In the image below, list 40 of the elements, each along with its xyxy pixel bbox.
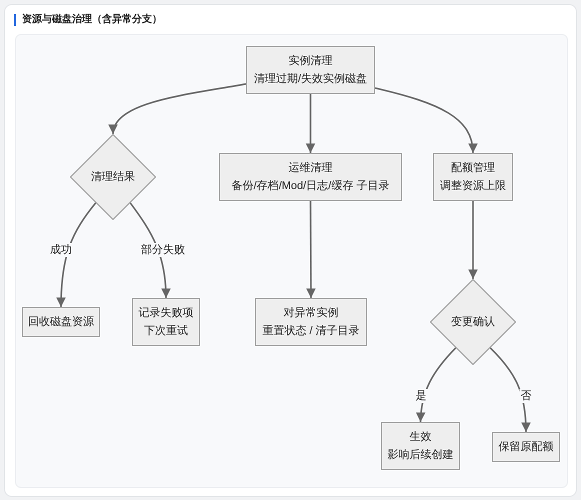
edge-label: 否	[520, 389, 532, 403]
edge-label: 是	[414, 389, 428, 403]
arrow	[306, 94, 316, 153]
arrow	[130, 202, 171, 298]
arrow	[416, 347, 456, 422]
node-text: 下次重试	[144, 324, 188, 339]
arrow	[306, 201, 316, 298]
process-box	[255, 298, 367, 346]
arrow	[490, 347, 531, 432]
node-title: 生效	[410, 430, 432, 445]
node-title: 运维清理	[288, 160, 332, 176]
process-box	[492, 432, 560, 462]
arrow	[110, 83, 246, 134]
node-title: 记录失败项	[138, 306, 194, 321]
node-title: 配额管理	[451, 160, 495, 176]
node-text: 重置状态 / 清子目录	[262, 324, 360, 339]
node-title: 实例清理	[288, 54, 332, 69]
process-box	[381, 422, 460, 470]
node-text: 变更确认	[451, 314, 495, 330]
arrow	[374, 87, 477, 154]
node-text: 保留原配额	[498, 440, 554, 455]
arrow	[468, 201, 478, 279]
process-box	[433, 153, 513, 201]
arrow	[56, 202, 96, 308]
decision-diamond	[70, 134, 156, 220]
process-box	[22, 307, 100, 337]
process-box	[246, 46, 375, 94]
node-text: 清理结果	[91, 170, 135, 185]
node-title: 对异常实例	[284, 306, 338, 321]
node-text: 清理过期/失效实例磁盘	[254, 72, 368, 87]
process-box	[132, 298, 200, 346]
decision-diamond	[430, 279, 516, 365]
node-text: 影响后续创建	[388, 448, 454, 463]
node-text: 备份/存档/Mod/日志/缓存 子目录	[232, 178, 390, 194]
diagram-title: 资源与磁盘治理（含异常分支）	[14, 14, 162, 26]
node-text: 回收磁盘资源	[28, 315, 94, 330]
process-box	[219, 153, 402, 201]
edge-label: 部分失败	[140, 243, 186, 257]
node-text: 调整资源上限	[440, 179, 506, 194]
edge-label: 成功	[49, 243, 73, 257]
